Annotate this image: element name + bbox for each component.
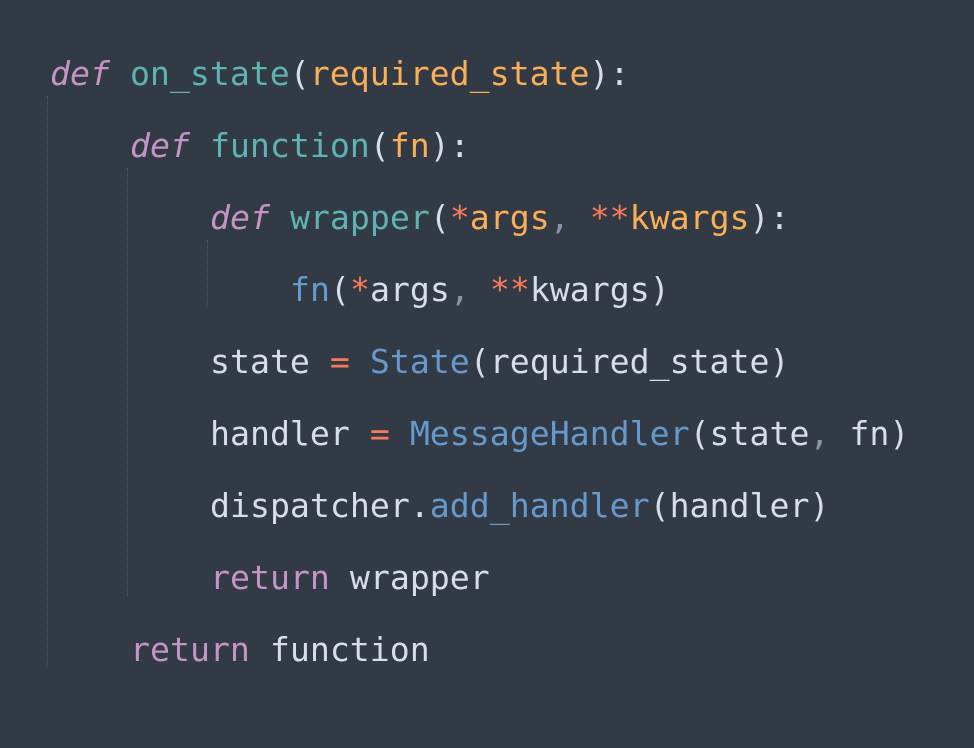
token-fn: on_state (129, 54, 290, 93)
token-text (390, 414, 410, 453)
token-ret: return (210, 558, 330, 597)
code-line: return function (50, 624, 909, 696)
token-text: handler (210, 414, 370, 453)
indent-guide (207, 240, 208, 306)
token-text (190, 126, 210, 165)
token-comma: , (549, 198, 590, 237)
token-kw: def (130, 126, 190, 165)
token-punc: ( (689, 414, 710, 453)
token-kw: def (210, 198, 270, 237)
token-cls: State (369, 342, 470, 381)
token-punc: ( (369, 126, 390, 165)
token-text: dispatcher. (210, 486, 430, 525)
token-op: ** (489, 270, 530, 309)
token-op: = (329, 342, 350, 381)
indent-guide (47, 96, 48, 666)
token-text (270, 198, 290, 237)
token-fn: function (209, 126, 370, 165)
token-comma: , (449, 270, 490, 309)
token-cls: MessageHandler (409, 414, 690, 453)
code-line: def on_state(required_state): (50, 48, 909, 120)
token-punc: ) (769, 342, 790, 381)
code-line: state = State(required_state) (50, 336, 909, 408)
code-line: def function(fn): (50, 120, 909, 192)
code-line: handler = MessageHandler(state, fn) (50, 408, 909, 480)
token-text: state (709, 414, 810, 453)
token-cls: fn (290, 270, 330, 309)
token-text: handler (669, 486, 810, 525)
token-fn: wrapper (289, 198, 430, 237)
token-text: kwargs (529, 270, 650, 309)
token-punc: ) (809, 486, 830, 525)
token-op: = (369, 414, 390, 453)
code-block: def on_state(required_state):def functio… (50, 48, 909, 696)
token-punc: ( (329, 270, 350, 309)
token-text: state (210, 342, 330, 381)
token-punc: ): (749, 198, 790, 237)
token-op: * (449, 198, 470, 237)
token-punc: ): (429, 126, 470, 165)
token-text: fn (849, 414, 890, 453)
token-text (110, 54, 130, 93)
code-line: dispatcher.add_handler(handler) (50, 480, 909, 552)
token-text: required_state (489, 342, 770, 381)
token-text: wrapper (329, 558, 490, 597)
token-op: ** (589, 198, 630, 237)
token-kw: def (50, 54, 110, 93)
token-punc: ( (649, 486, 670, 525)
code-line: def wrapper(*args, **kwargs): (50, 192, 909, 264)
token-op: * (349, 270, 370, 309)
token-param: required_state (309, 54, 590, 93)
token-punc: ): (589, 54, 630, 93)
code-line: fn(*args, **kwargs) (50, 264, 909, 336)
code-line: return wrapper (50, 552, 909, 624)
token-param: args (469, 198, 550, 237)
token-cls: add_handler (429, 486, 650, 525)
token-ret: return (130, 630, 250, 669)
token-punc: ) (889, 414, 910, 453)
token-punc: ) (649, 270, 670, 309)
token-text: function (249, 630, 430, 669)
token-text (350, 342, 370, 381)
token-punc: ( (429, 198, 450, 237)
indent-guide (127, 168, 128, 596)
token-comma: , (809, 414, 850, 453)
token-punc: ( (469, 342, 490, 381)
token-text: args (369, 270, 450, 309)
token-param: kwargs (629, 198, 750, 237)
token-param: fn (389, 126, 430, 165)
token-punc: ( (289, 54, 310, 93)
